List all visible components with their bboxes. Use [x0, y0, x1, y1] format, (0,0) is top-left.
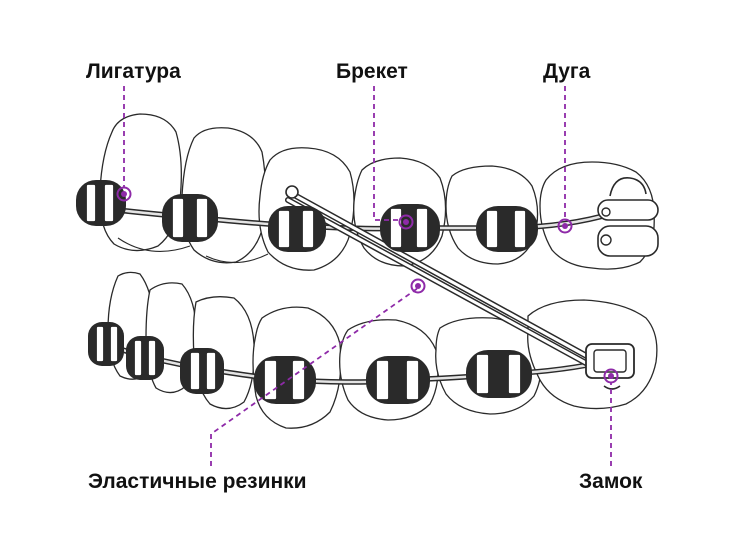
- bracket-icon: [180, 348, 224, 394]
- leader-lines: [123, 86, 612, 466]
- lock-icon: [585, 343, 635, 379]
- hook-icon: [285, 185, 299, 199]
- ligature-label: Лигатура: [86, 60, 181, 83]
- elastics-marker-icon: [410, 278, 426, 294]
- arch-label: Дуга: [543, 60, 591, 83]
- bracket-icon: [476, 206, 538, 252]
- bracket-icon: [466, 350, 532, 398]
- elastic-band: [285, 185, 621, 390]
- markers: [116, 186, 619, 384]
- lock-marker-icon: [603, 368, 619, 384]
- molar-tube-icon: [597, 177, 659, 257]
- bracket-icon: [162, 194, 218, 242]
- elastics-label: Эластичные резинки: [88, 470, 307, 493]
- bracket-icon: [126, 336, 164, 380]
- upper-brackets: [76, 177, 659, 257]
- bracket-icon: [366, 356, 430, 404]
- bracket-icon: [268, 206, 326, 252]
- bracket-marker-icon: [398, 214, 414, 230]
- bracket-label: Брекет: [336, 60, 408, 83]
- arch-marker-icon: [557, 218, 573, 234]
- bracket-icon: [254, 356, 316, 404]
- bracket-icon: [88, 322, 124, 366]
- lock-label: Замок: [579, 470, 643, 493]
- lower-brackets: [88, 322, 635, 404]
- elastics-leader: [210, 287, 419, 466]
- ligature-marker-icon: [116, 186, 132, 202]
- bracket-icon: [76, 180, 126, 226]
